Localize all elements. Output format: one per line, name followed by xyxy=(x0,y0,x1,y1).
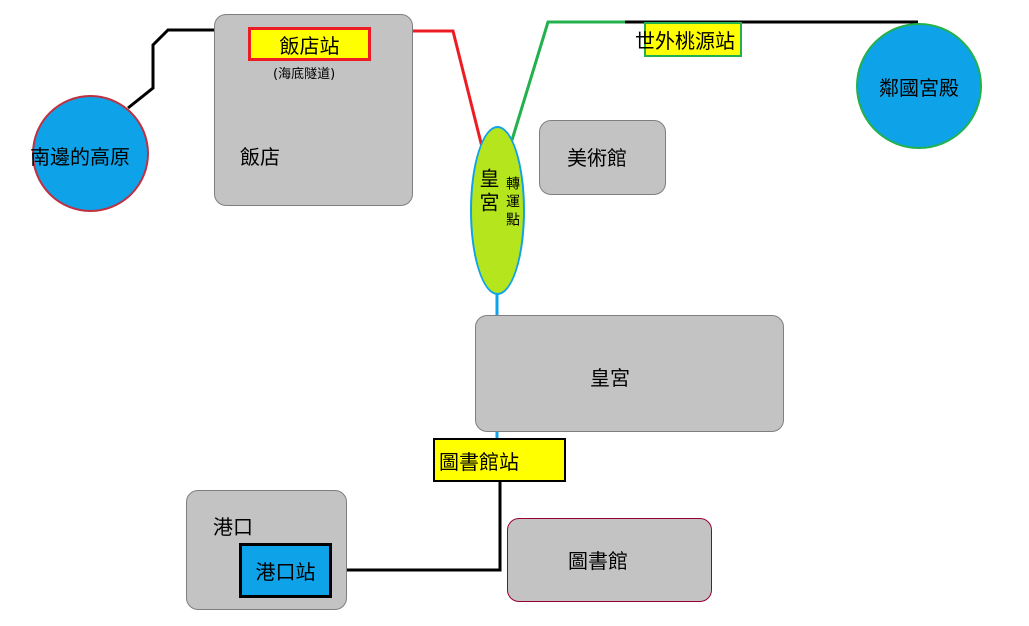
station-hotel-note: (海底隧道) xyxy=(273,67,336,82)
building-palace-label: 皇宮 xyxy=(590,366,630,390)
destination-south-plateau[interactable] xyxy=(32,95,149,212)
station-library[interactable]: 圖書館站 xyxy=(433,438,566,482)
route-black-west xyxy=(127,28,250,110)
station-harbor[interactable]: 港口站 xyxy=(239,543,332,598)
building-museum-label: 美術館 xyxy=(567,146,627,170)
route-green xyxy=(510,20,625,141)
station-shangrila-label: 世外桃源站 xyxy=(635,29,735,53)
station-shangrila[interactable] xyxy=(644,22,742,57)
building-palace[interactable] xyxy=(475,315,784,432)
building-hotel-label: 飯店 xyxy=(240,145,280,169)
interchange-palace[interactable] xyxy=(470,126,525,295)
building-library[interactable] xyxy=(507,518,712,602)
destination-south-plateau-label: 南邊的高原 xyxy=(30,145,130,169)
destination-neighbor-palace[interactable]: 鄰國宮殿 xyxy=(856,23,982,149)
route-black-south xyxy=(330,481,502,572)
building-harbor-label: 港口 xyxy=(213,515,253,539)
interchange-palace-name: 皇宮 xyxy=(476,168,500,216)
building-library-label: 圖書館 xyxy=(568,549,628,573)
building-museum[interactable] xyxy=(539,120,666,195)
interchange-palace-sub: 轉運點 xyxy=(504,176,520,230)
station-hotel[interactable]: 飯店站 xyxy=(248,27,371,61)
